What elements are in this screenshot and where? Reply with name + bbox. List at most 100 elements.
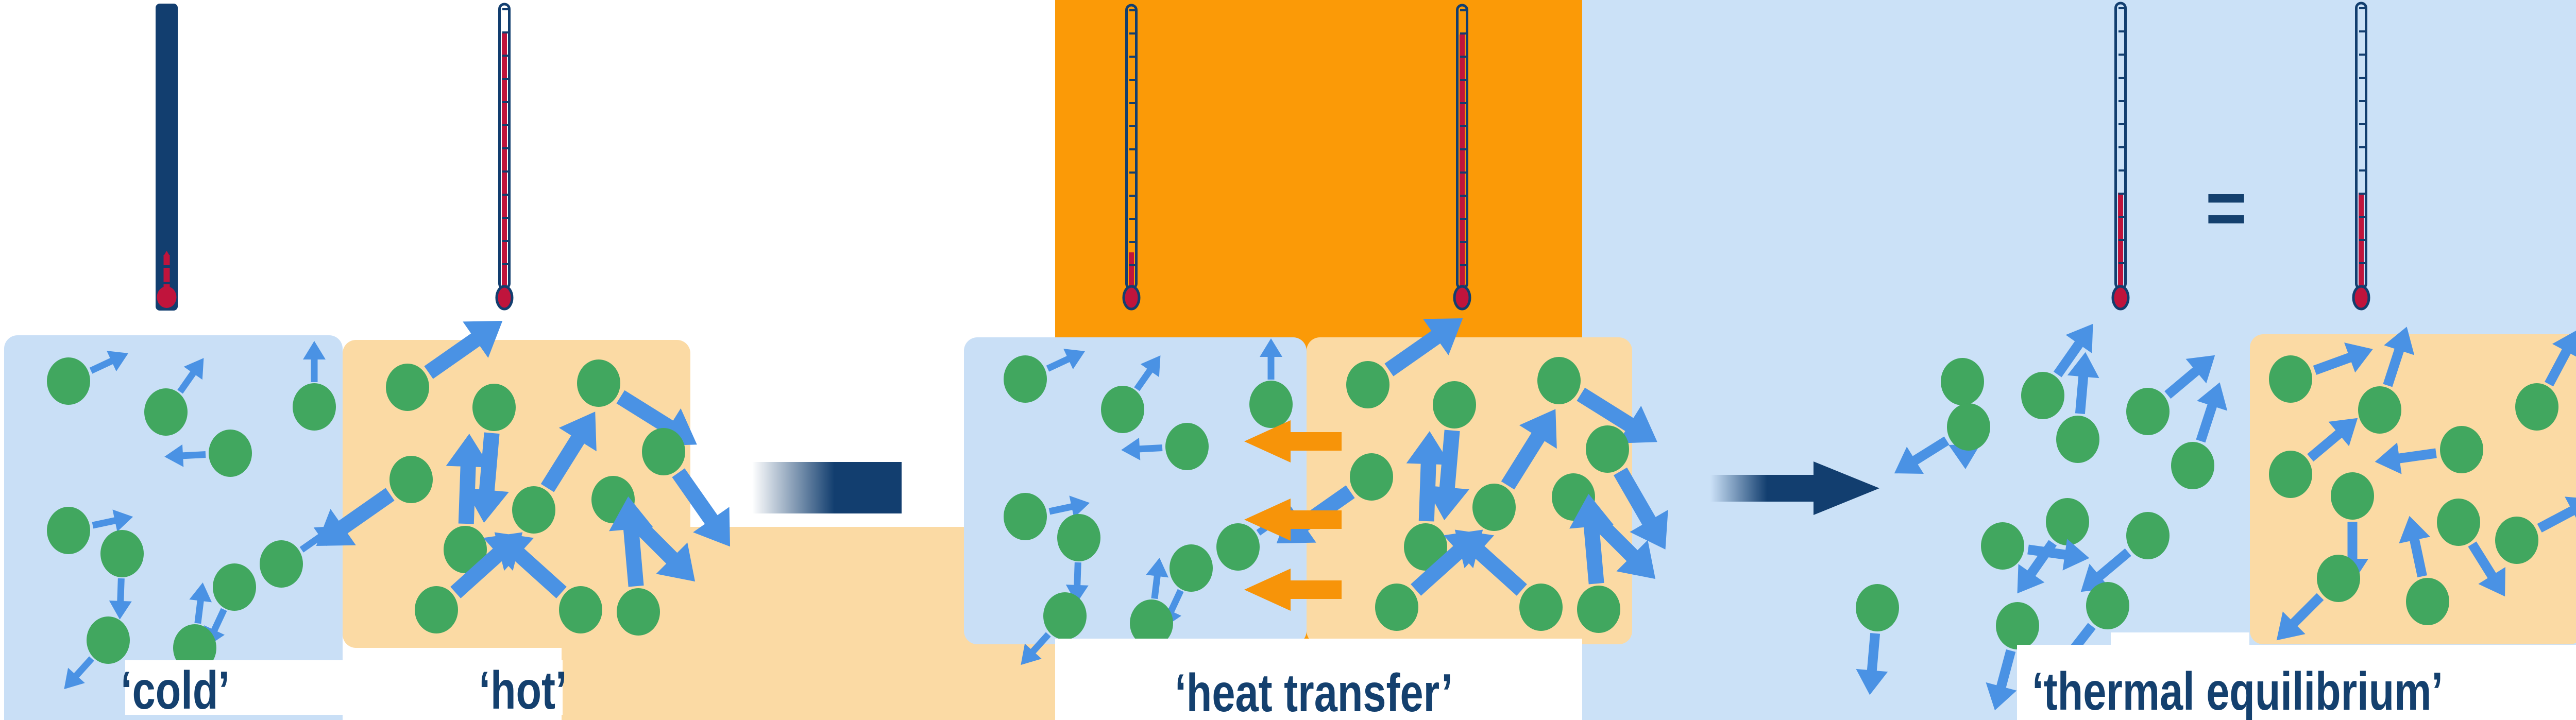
velocity-arrow-head bbox=[1569, 493, 1614, 529]
particle bbox=[1165, 423, 1209, 470]
heat-arrow bbox=[1244, 569, 1342, 611]
velocity-arrow-big bbox=[424, 332, 482, 379]
transition-arrow-shaft bbox=[1710, 475, 1814, 502]
tick bbox=[163, 282, 170, 284]
velocity-arrow-big bbox=[479, 432, 500, 493]
velocity-arrow-head bbox=[609, 496, 653, 532]
particle bbox=[617, 588, 660, 636]
velocity-arrow-small bbox=[117, 578, 125, 604]
particle bbox=[2086, 582, 2129, 629]
velocity-arrow-big bbox=[1439, 430, 1460, 490]
mid-hot-particles bbox=[1276, 318, 1668, 633]
particle bbox=[577, 359, 620, 407]
velocity-arrow-big bbox=[1472, 544, 1527, 596]
particle bbox=[260, 540, 303, 588]
velocity-arrow-head bbox=[2375, 442, 2402, 474]
velocity-arrow-head bbox=[183, 358, 204, 380]
velocity-arrow-small bbox=[92, 517, 118, 529]
velocity-arrow-head bbox=[1406, 431, 1451, 465]
velocity-arrow-big bbox=[1501, 431, 1546, 490]
velocity-arrow-big bbox=[623, 526, 644, 587]
velocity-arrow-medium bbox=[1867, 632, 1880, 673]
velocity-arrow-head bbox=[2185, 355, 2215, 384]
velocity-arrow-small bbox=[1048, 503, 1075, 515]
velocity-arrow-small bbox=[1167, 589, 1184, 614]
particle bbox=[1519, 584, 1563, 631]
particle bbox=[1947, 403, 1990, 451]
velocity-arrow-big bbox=[1583, 524, 1604, 585]
mercury-column bbox=[2359, 193, 2364, 298]
thermometer-bulb bbox=[1453, 285, 1471, 311]
thermometer-body bbox=[156, 4, 178, 311]
particle bbox=[2437, 499, 2480, 546]
velocity-arrow-small bbox=[299, 533, 324, 553]
particle bbox=[2317, 555, 2360, 602]
particle bbox=[1577, 586, 1620, 633]
mercury-column bbox=[1129, 252, 1134, 298]
velocity-arrow-head bbox=[1063, 349, 1086, 370]
velocity-arrow-small bbox=[1074, 562, 1081, 588]
particle bbox=[2440, 426, 2483, 473]
thermometer-hot-left bbox=[495, 3, 514, 311]
velocity-arrow-medium bbox=[2396, 448, 2437, 464]
heat-arrow-shaft bbox=[1291, 580, 1342, 599]
velocity-arrow-big bbox=[1418, 461, 1436, 522]
particle bbox=[1433, 381, 1476, 428]
particle bbox=[173, 624, 216, 672]
velocity-arrow-head bbox=[2017, 564, 2045, 594]
particle bbox=[213, 563, 256, 611]
velocity-arrow-big bbox=[540, 434, 586, 492]
velocity-arrow-small bbox=[1046, 355, 1072, 372]
particle bbox=[1170, 544, 1213, 592]
velocity-arrow-small bbox=[1137, 444, 1163, 453]
velocity-arrow-big bbox=[450, 547, 505, 598]
velocity-arrow-head bbox=[656, 542, 696, 582]
velocity-arrow-head bbox=[446, 434, 490, 468]
hot-box bbox=[343, 340, 690, 648]
velocity-arrow-head bbox=[693, 507, 731, 547]
velocity-arrow-head bbox=[2065, 323, 2093, 353]
particle bbox=[2269, 355, 2312, 403]
particle bbox=[2269, 451, 2312, 498]
velocity-arrow-head bbox=[2197, 382, 2228, 411]
velocity-arrow-head bbox=[1856, 668, 1888, 695]
velocity-arrow-head bbox=[1894, 447, 1924, 474]
particle bbox=[87, 616, 130, 664]
mercury-tip bbox=[163, 251, 170, 256]
label-strip-heat-transfer bbox=[1055, 639, 1582, 720]
thermometer-bulb bbox=[1122, 285, 1141, 311]
hot-label: ‘hot’ bbox=[479, 661, 567, 720]
velocity-arrow-small bbox=[194, 598, 205, 624]
particle bbox=[1472, 484, 1516, 531]
velocity-arrow-head bbox=[1519, 409, 1557, 449]
particle bbox=[47, 507, 90, 554]
velocity-arrow-head bbox=[2478, 567, 2505, 597]
velocity-arrow-head bbox=[64, 667, 85, 690]
particle bbox=[2056, 416, 2099, 463]
particle bbox=[1856, 584, 1899, 631]
velocity-arrow-big bbox=[458, 464, 476, 524]
velocity-arrow-medium bbox=[2383, 347, 2404, 387]
particle bbox=[293, 383, 336, 431]
particle bbox=[1004, 493, 1047, 540]
thermometer-bulb bbox=[495, 285, 514, 311]
velocity-arrow-head bbox=[1065, 585, 1089, 604]
particle bbox=[2021, 372, 2064, 419]
cold-label: ‘cold’ bbox=[121, 661, 230, 720]
thermometer-bulb bbox=[2352, 285, 2370, 311]
velocity-arrow-big bbox=[672, 468, 719, 526]
particle bbox=[559, 586, 602, 633]
velocity-arrow-medium bbox=[2053, 339, 2084, 378]
particle bbox=[100, 530, 144, 577]
velocity-arrow-head bbox=[483, 532, 523, 571]
velocity-arrow-big bbox=[337, 488, 395, 535]
thermometer-cold-filled bbox=[156, 4, 178, 311]
velocity-arrow-big bbox=[616, 390, 675, 435]
velocity-arrow-medium bbox=[2075, 374, 2089, 415]
particle bbox=[389, 456, 433, 503]
velocity-arrow-medium bbox=[2196, 402, 2217, 443]
particle bbox=[2126, 388, 2170, 435]
velocity-arrow-head bbox=[1140, 355, 1161, 378]
particle bbox=[642, 428, 685, 475]
